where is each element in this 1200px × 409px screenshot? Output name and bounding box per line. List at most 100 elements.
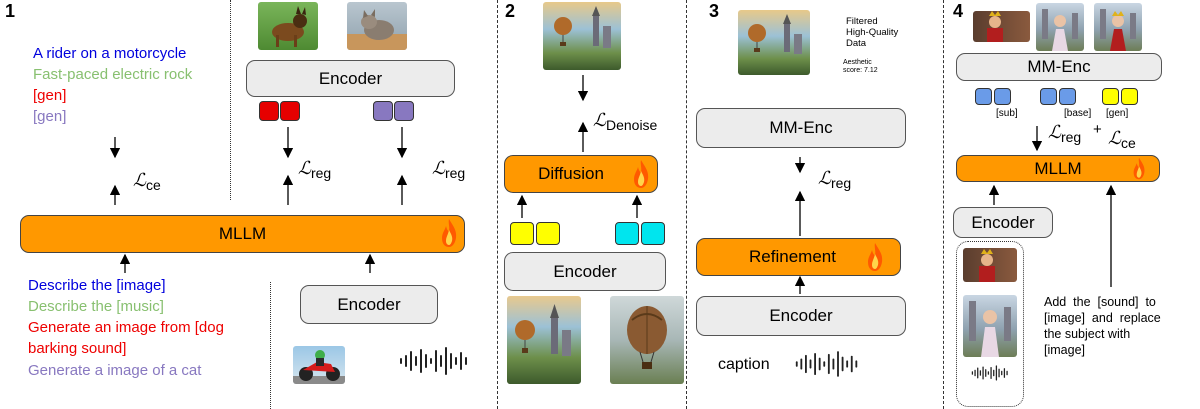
- encoder-box: Encoder: [696, 296, 906, 336]
- princess-image: [1036, 3, 1084, 51]
- panel-number-3: 3: [709, 1, 720, 21]
- encoder-box-top: Encoder: [246, 60, 455, 97]
- token-yellow: [1121, 88, 1138, 105]
- mllm-box: MLLM: [20, 215, 465, 253]
- filtered-line: Filtered: [846, 16, 878, 27]
- filtered-data-label: Filtered High-Quality Data: [846, 16, 898, 49]
- token-blue: [994, 88, 1011, 105]
- encoder-box-bottom: Encoder: [300, 285, 438, 324]
- encoder-box: Encoder: [504, 252, 666, 291]
- loss-ce-label: ℒce: [133, 170, 161, 193]
- diffusion-label: Diffusion: [538, 164, 604, 183]
- loss-subscript: reg: [1060, 129, 1082, 145]
- mm-enc-box: MM-Enc: [956, 53, 1162, 81]
- dog-image: [258, 2, 318, 50]
- fire-icon: [442, 219, 457, 247]
- token-yellow: [1102, 88, 1119, 105]
- panel-number-2: 2: [505, 1, 516, 21]
- loss-symbol: ℒ: [432, 158, 445, 179]
- input-text-blue: Describe the [image]: [28, 277, 166, 294]
- loss-symbol: ℒ: [818, 168, 831, 189]
- fire-icon: [868, 243, 883, 271]
- loss-reg-label-1: ℒreg: [298, 158, 331, 181]
- panel-number-1: 1: [5, 1, 16, 21]
- loss-subscript: reg: [830, 175, 852, 191]
- mllm-box: MLLM: [956, 155, 1160, 182]
- dotted-divider: [230, 0, 231, 200]
- instruction-line: the subject with: [1044, 327, 1131, 341]
- princess-image: [1094, 3, 1142, 51]
- loss-reg-label: ℒreg: [1048, 122, 1081, 145]
- loss-ce-label: ℒce: [1108, 128, 1136, 151]
- output-text-red: [gen]: [33, 87, 67, 104]
- castle-balloon-image: [738, 10, 810, 75]
- mllm-label: MLLM: [218, 224, 267, 243]
- token-red: [280, 101, 300, 121]
- panel-separator: [943, 0, 944, 409]
- king-image: [963, 248, 1017, 282]
- token-red: [259, 101, 279, 121]
- instruction-text: Add the [sound] to [image] and replace t…: [1044, 294, 1194, 358]
- panel-separator: [497, 0, 498, 409]
- token-blue: [1040, 88, 1057, 105]
- loss-subscript: reg: [444, 165, 466, 181]
- refinement-label: Refinement: [749, 247, 836, 266]
- token-yellow: [510, 222, 534, 245]
- filtered-line: Data: [846, 38, 867, 49]
- instruction-line: [image]: [1044, 343, 1085, 357]
- loss-subscript: reg: [310, 165, 332, 181]
- input-text-red-1: Generate an image from [dog: [28, 319, 224, 336]
- token-cyan: [641, 222, 665, 245]
- token-blue: [1059, 88, 1076, 105]
- mm-enc-box: MM-Enc: [696, 108, 906, 148]
- panel-separator: [686, 0, 687, 409]
- refinement-box: Refinement: [696, 238, 901, 276]
- audio-waveform-icon: [971, 365, 1008, 381]
- loss-subscript: ce: [1120, 135, 1136, 151]
- token-label-sub: [sub]: [996, 108, 1018, 119]
- loss-denoise-label: ℒDenoise: [593, 110, 657, 133]
- king-image: [973, 11, 1030, 42]
- princess-image: [963, 295, 1017, 357]
- output-text-green: Fast-paced electric rock: [33, 66, 193, 83]
- mllm-label: MLLM: [1034, 158, 1082, 178]
- input-text-green: Describe the [music]: [28, 298, 164, 315]
- input-group: [956, 241, 1024, 407]
- loss-subscript: ce: [145, 177, 161, 193]
- loss-symbol: ℒ: [593, 110, 606, 131]
- loss-symbol: ℒ: [1048, 122, 1061, 143]
- filtered-line: High-Quality: [846, 27, 899, 38]
- encoder-box: Encoder: [953, 207, 1053, 238]
- token-purple: [394, 101, 414, 121]
- input-text-purple: Generate a image of a cat: [28, 362, 202, 379]
- diffusion-box: Diffusion: [504, 155, 658, 193]
- input-text-red-2: barking sound]: [28, 340, 127, 357]
- instruction-line: Add the [sound] to: [1044, 295, 1156, 309]
- caption-label: caption: [718, 356, 770, 373]
- token-purple: [373, 101, 393, 121]
- cat-image: [347, 2, 407, 50]
- balloon-image: [610, 296, 684, 384]
- dotted-divider: [270, 282, 271, 409]
- loss-reg-label: ℒreg: [818, 168, 851, 191]
- loss-symbol: ℒ: [1108, 128, 1121, 149]
- output-text-blue: A rider on a motorcycle: [33, 45, 187, 62]
- motorcycle-image: [293, 346, 345, 384]
- output-text-purple: [gen]: [33, 108, 67, 125]
- token-yellow: [536, 222, 560, 245]
- audio-waveform-icon: [795, 351, 858, 377]
- aesthetic-line: Aesthetic: [843, 59, 872, 66]
- instruction-line: [image] and replace: [1044, 311, 1161, 325]
- token-blue: [975, 88, 992, 105]
- token-label-gen: [gen]: [1106, 108, 1129, 119]
- plus-sign: +: [1093, 121, 1102, 138]
- loss-subscript: Denoise: [605, 117, 658, 133]
- loss-symbol: ℒ: [133, 170, 146, 191]
- aesthetic-score-label: Aesthetic score: 7.12: [843, 59, 878, 75]
- audio-waveform-icon: [400, 347, 467, 375]
- fire-icon: [1133, 157, 1145, 180]
- token-cyan: [615, 222, 639, 245]
- loss-symbol: ℒ: [298, 158, 311, 179]
